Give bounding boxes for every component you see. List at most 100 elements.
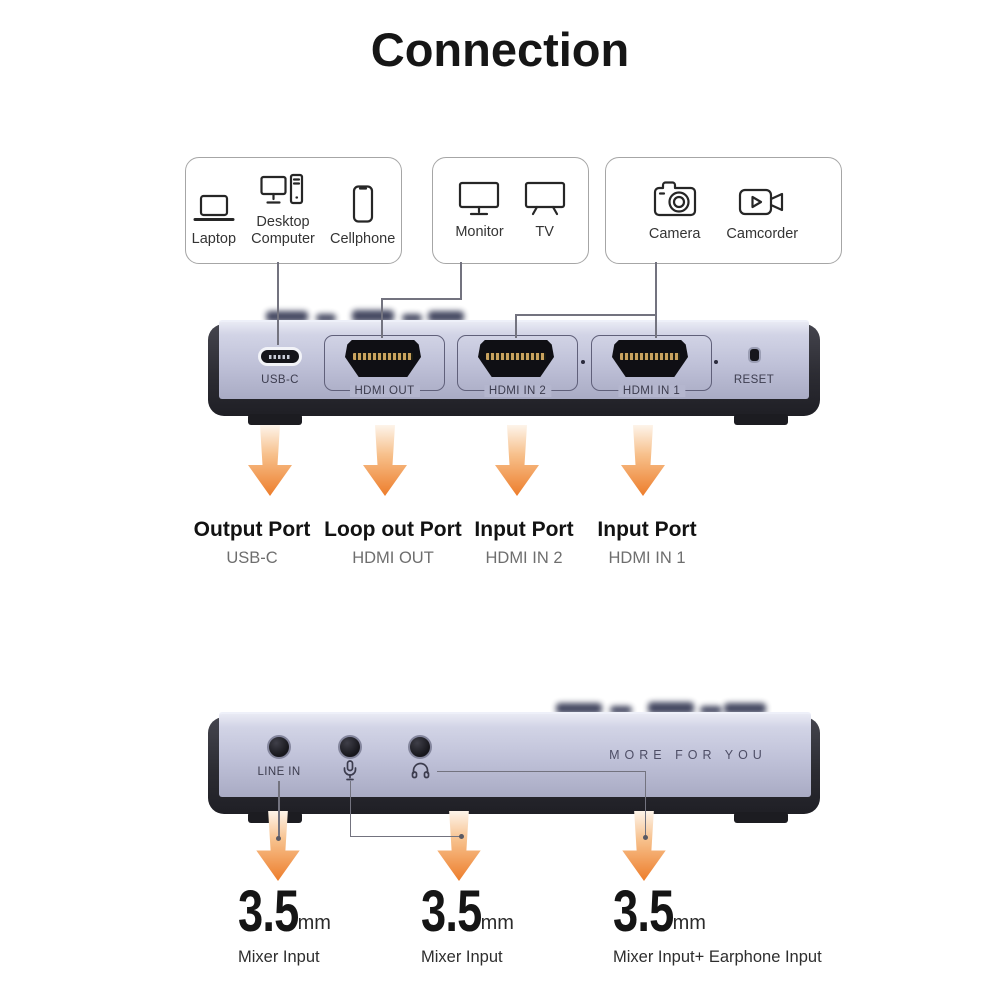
jack-caption: Mixer Input — [238, 947, 320, 966]
line-in-label: LINE IN — [257, 766, 301, 778]
source-item-tv: TV — [524, 181, 566, 241]
hdmi-in-2-port — [478, 340, 554, 377]
jack-unit: mm — [297, 911, 331, 934]
device-top-port-silhouette — [428, 311, 464, 322]
connector-dot — [459, 834, 464, 839]
tv-icon — [524, 181, 566, 217]
jack-unit: mm — [672, 911, 706, 934]
hdmi-in-1-label: HDMI IN 1 — [617, 385, 686, 397]
source-item-camera: Camera — [648, 179, 701, 243]
device-top-port-silhouette — [402, 314, 422, 322]
hdmi-in-1-led — [714, 360, 718, 364]
jack-size: 3.5 — [421, 879, 482, 944]
camera-icon — [653, 179, 697, 219]
port-callout-input-1: Input Port HDMI IN 1 — [567, 518, 727, 568]
source-label: Monitor — [455, 223, 504, 240]
slogan-text: MORE FOR YOU — [609, 748, 767, 762]
source-label: TV — [535, 223, 554, 240]
headphone-jack — [408, 735, 432, 759]
jack-size: 3.5 — [238, 879, 299, 944]
cellphone-icon — [351, 184, 375, 224]
connector-line — [644, 770, 646, 839]
desktop-computer-icon — [260, 173, 306, 207]
device-top-port-silhouette — [700, 706, 722, 714]
hdmi-in-1-port — [612, 340, 688, 377]
headphone-icon — [411, 762, 430, 779]
source-box-displays: Monitor TV — [432, 157, 589, 264]
jack-unit: mm — [480, 911, 514, 934]
port-callout-output: Output Port USB-C — [172, 518, 332, 568]
down-arrow-icon — [495, 425, 539, 496]
usb-c-pins — [269, 355, 291, 359]
connector-line — [515, 314, 657, 316]
device-top-port-silhouette — [316, 314, 336, 322]
hdmi-out-label: HDMI OUT — [349, 385, 420, 397]
hdmi-pins — [353, 353, 413, 360]
source-label: Laptop — [191, 231, 237, 247]
source-item-laptop: Laptop — [192, 194, 236, 248]
down-arrow-icon — [248, 425, 292, 496]
down-arrow-icon — [363, 425, 407, 496]
connector-line — [655, 262, 657, 338]
callout-title: Input Port — [474, 518, 574, 541]
device-top-port-silhouette — [648, 702, 694, 714]
hdmi-pins — [620, 353, 680, 360]
hdmi-in-2-outline: HDMI IN 2 — [457, 335, 578, 397]
connector-line — [349, 835, 463, 837]
connector-line — [381, 298, 462, 300]
jack-size: 3.5 — [613, 879, 674, 944]
connector-line — [515, 314, 517, 338]
source-box-cameras: Camera Camcorder — [605, 157, 842, 264]
microphone-jack — [338, 735, 362, 759]
hdmi-in-2-label: HDMI IN 2 — [483, 385, 552, 397]
line-in-jack — [267, 735, 291, 759]
device-foot — [248, 414, 302, 425]
callout-subtitle: USB-C — [226, 549, 278, 567]
source-label: Desktop Computer — [251, 214, 315, 247]
source-label: Camera — [648, 225, 701, 242]
connector-line — [381, 298, 383, 338]
source-box-computers: Laptop Desktop Computer Cellphone — [185, 157, 402, 264]
reset-label: RESET — [733, 374, 775, 386]
device-foot — [734, 414, 788, 425]
callout-subtitle: HDMI IN 1 — [608, 549, 686, 567]
port-callout-loop-out: Loop out Port HDMI OUT — [313, 518, 473, 568]
callout-subtitle: HDMI OUT — [352, 549, 434, 567]
down-arrow-icon — [437, 810, 481, 882]
connector-line — [277, 262, 279, 345]
page-title: Connection — [370, 23, 630, 76]
usb-c-port-label: USB-C — [261, 374, 299, 386]
hdmi-in-2-led — [581, 360, 585, 364]
device-top-port-silhouette — [610, 706, 632, 714]
camcorder-icon — [738, 187, 786, 219]
microphone-icon — [343, 760, 357, 781]
hdmi-out-port — [345, 340, 421, 377]
device-top-port-silhouette — [556, 703, 602, 714]
connector-dot — [276, 836, 281, 841]
source-item-camcorder: Camcorder — [726, 187, 798, 243]
connector-line — [437, 770, 646, 772]
callout-subtitle: HDMI IN 2 — [485, 549, 563, 567]
device-top-port-silhouette — [266, 311, 308, 322]
connector-line — [460, 262, 462, 299]
hdmi-out-outline: HDMI OUT — [324, 335, 445, 397]
jack-caption: Mixer Input — [421, 947, 503, 966]
connector-line — [349, 781, 351, 837]
device-top-port-silhouette — [724, 703, 766, 714]
laptop-icon — [192, 194, 236, 224]
connector-line — [278, 781, 280, 839]
down-arrow-icon — [621, 425, 665, 496]
hdmi-pins — [486, 353, 546, 360]
reset-hole — [748, 347, 761, 363]
device-foot — [734, 812, 788, 823]
source-item-cellphone: Cellphone — [330, 184, 395, 248]
callout-title: Loop out Port — [324, 518, 462, 541]
source-label: Camcorder — [726, 225, 799, 242]
front-device-face — [219, 712, 811, 797]
source-label: Cellphone — [330, 231, 396, 247]
source-item-desktop-computer: Desktop Computer — [248, 173, 318, 247]
